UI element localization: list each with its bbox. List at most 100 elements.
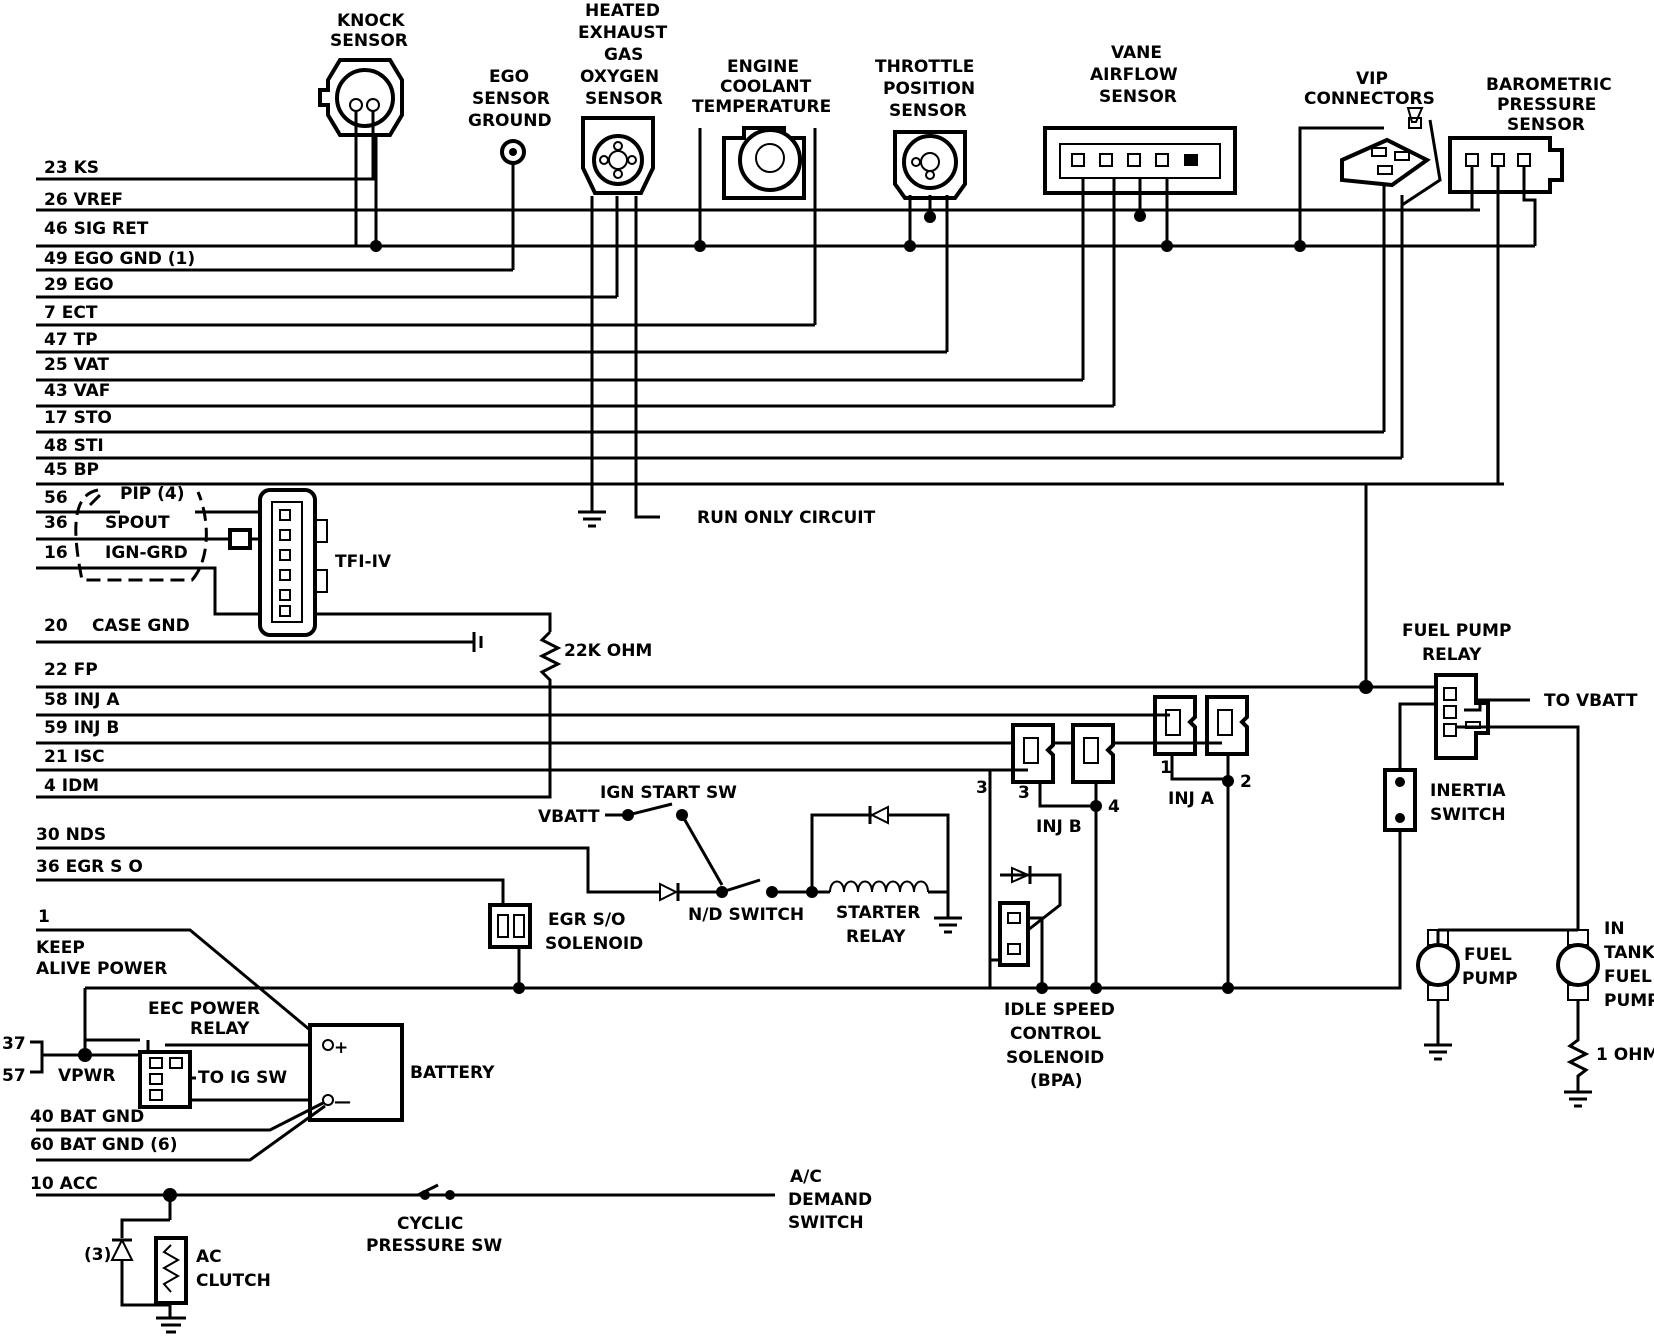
wire-label-sti: 48 STI (44, 436, 104, 456)
baro-label-3: SENSOR (1507, 115, 1585, 135)
hego-label-3: GAS (604, 45, 643, 65)
wire-label-vpwr: VPWR (58, 1066, 115, 1086)
ect-label-2: COOLANT (720, 77, 812, 97)
ac-section: (3) AC CLUTCH CYCLIC PRESSURE SW A/C DEM… (84, 1167, 872, 1334)
tfi-iv-module: TFI-IV (72, 488, 552, 652)
fpr-label-1: FUEL PUMP (1402, 621, 1511, 641)
cyclic-label-2: PRESSURE SW (366, 1236, 503, 1256)
hego-label-4: OXYGEN (580, 67, 659, 87)
isc-label-4: (BPA) (1030, 1071, 1083, 1091)
vip-label-2: CONNECTORS (1304, 89, 1435, 109)
wire-label-20: 20 (44, 616, 68, 636)
fuel-pump-label-2: PUMP (1462, 969, 1518, 989)
wire-label-37: 37 (2, 1034, 26, 1054)
vbatt-label: VBATT (538, 807, 600, 827)
wire-label-57: 57 (2, 1066, 26, 1086)
wire-label-ego-gnd: 49 EGO GND (1) (44, 249, 195, 269)
fuel-pump: FUEL PUMP (1416, 929, 1518, 1061)
ign-start-label: IGN START SW (600, 783, 737, 803)
vane-label-1: VANE (1111, 43, 1162, 63)
wire-label-1: 1 (38, 907, 50, 927)
hego-label-5: SENSOR (585, 89, 663, 109)
cyclic-label-1: CYCLIC (397, 1214, 463, 1234)
wire-label-16: 16 (44, 543, 68, 563)
vip-connectors: VIP CONNECTORS (1294, 69, 1442, 458)
in-tank-label-1: IN (1604, 919, 1625, 939)
wire-label-inj-b: 59 INJ B (44, 718, 119, 738)
to-vbatt-label: TO VBATT (1544, 691, 1638, 711)
eec-relay-label-1: EEC POWER (148, 999, 260, 1019)
baro-label-2: PRESSURE (1497, 95, 1596, 115)
wire-label-idm: 4 IDM (44, 776, 99, 796)
inj-a-label: INJ A (1168, 789, 1215, 809)
baro-label-1: BAROMETRIC (1486, 75, 1612, 95)
wire-label-bp: 45 BP (44, 460, 99, 480)
barometric-pressure-sensor: BAROMETRIC PRESSURE SENSOR (1448, 75, 1612, 484)
ect-label-1: ENGINE (727, 57, 799, 77)
vane-label-3: SENSOR (1099, 87, 1177, 107)
heated-ego-sensor: HEATED EXHAUST GAS OXYGEN SENSOR RUN ONL… (578, 1, 876, 528)
knock-sensor: KNOCK SENSOR (318, 11, 408, 252)
isc-label-2: CONTROL (1010, 1024, 1101, 1044)
power-section: KEEP ALIVE POWER EEC POWER RELAY TO IG S… (30, 938, 495, 1162)
wire-label-acc: 10 ACC (30, 1174, 98, 1194)
hego-label-2: EXHAUST (578, 23, 668, 43)
ac-clutch-label-2: CLUTCH (196, 1271, 271, 1291)
wire-label-ego: 29 EGO (44, 275, 114, 295)
wire-label-fp: 22 FP (44, 660, 98, 680)
inj-b-label: INJ B (1036, 817, 1082, 837)
ac-demand-label-3: SWITCH (788, 1213, 864, 1233)
run-only-label: RUN ONLY CIRCUIT (697, 508, 876, 528)
eec-relay-label-2: RELAY (190, 1019, 250, 1039)
egr-so-label-2: SOLENOID (545, 934, 643, 954)
egr-so-solenoid: EGR S/O SOLENOID (488, 903, 643, 988)
resistor-22k-label: 22K OHM (564, 641, 652, 661)
in-tank-label-3: FUEL (1604, 967, 1652, 987)
ego-ground-label-1: EGO (489, 67, 529, 87)
wire-label-tp: 47 TP (44, 330, 98, 350)
wire-label-egr-so: 36 EGR S O (36, 857, 143, 877)
wire-label-sig-ret: 46 SIG RET (44, 219, 149, 239)
ac-demand-label-1: A/C (790, 1167, 822, 1187)
wire-label-vaf: 43 VAF (44, 381, 110, 401)
starter-relay-label-2: RELAY (846, 927, 906, 947)
wire-label-ks: 23 KS (44, 158, 99, 178)
inj-a-pin-2: 2 (1240, 772, 1252, 792)
egr-so-label-1: EGR S/O (548, 910, 625, 930)
wire-label-bat-gnd-60: 60 BAT GND (6) (30, 1135, 177, 1155)
ect-label-3: TEMPERATURE (692, 97, 831, 117)
wire-label-vat: 25 VAT (44, 355, 109, 375)
idle-speed-control-solenoid: 3 IDLE SPEED CONTROL SOLENOID (BPA) (976, 770, 1234, 1091)
wire-labels: 23 KS 26 VREF 46 SIG RET 49 EGO GND (1) … (2, 158, 195, 1194)
wire-label-spout: SPOUT (105, 513, 170, 533)
wire-label-ect: 7 ECT (44, 303, 98, 323)
battery-minus: — (334, 1092, 351, 1112)
injectors: 1 2 INJ A 3 4 INJ B (990, 695, 1252, 988)
ego-ground-label-2: SENSOR (472, 89, 550, 109)
ac-clutch-label-1: AC (196, 1247, 222, 1267)
isc-label-3: SOLENOID (1006, 1048, 1104, 1068)
fpr-label-2: RELAY (1422, 645, 1482, 665)
knock-sensor-label-1: KNOCK (337, 11, 405, 31)
note-3-label: (3) (84, 1245, 111, 1265)
fuel-pump-label-1: FUEL (1464, 945, 1512, 965)
wire-label-sto: 17 STO (44, 408, 112, 428)
wire-lines (36, 177, 1535, 1197)
vip-label-1: VIP (1356, 69, 1388, 89)
wire-label-36: 36 (44, 513, 68, 533)
tps-label-3: SENSOR (889, 101, 967, 121)
to-ig-sw-label: TO IG SW (198, 1068, 287, 1088)
engine-coolant-temp-sensor: ENGINE COOLANT TEMPERATURE (692, 57, 831, 325)
wire-label-bat-gnd-40: 40 BAT GND (30, 1107, 144, 1127)
throttle-position-sensor: THROTTLE POSITION SENSOR (875, 57, 975, 352)
hego-label-1: HEATED (585, 1, 660, 21)
inertia-label-2: SWITCH (1430, 805, 1506, 825)
inj-a-pin-1: 1 (1160, 758, 1172, 778)
wire-label-isc: 21 ISC (44, 747, 105, 767)
wire-label-ign-grd: IGN-GRD (105, 543, 188, 563)
isc-pin-3: 3 (976, 778, 988, 798)
tps-label-2: POSITION (883, 79, 975, 99)
wire-label-inj-a: 58 INJ A (44, 690, 120, 710)
battery-label: BATTERY (410, 1063, 495, 1083)
